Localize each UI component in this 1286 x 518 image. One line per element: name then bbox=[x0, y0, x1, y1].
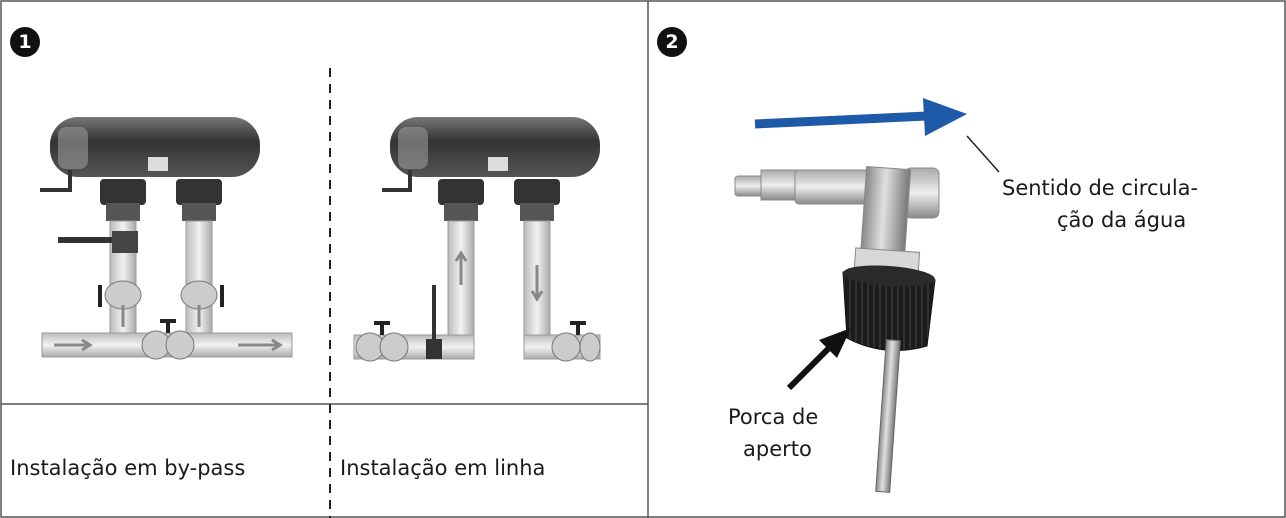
caption-inline-installation: Instalação em linha bbox=[340, 456, 546, 480]
nut-label-line2: aperto bbox=[743, 437, 812, 461]
nut-label-line1: Porca de bbox=[728, 405, 819, 429]
flow-direction-label-line2: ção da água bbox=[1057, 208, 1187, 232]
step-number-2: 2 bbox=[657, 27, 687, 57]
nut-pointer-arrow bbox=[786, 343, 834, 391]
probe-nut-illustration bbox=[734, 98, 1000, 493]
bypass-installation-illustration bbox=[40, 117, 293, 360]
flow-direction-label-line1: Sentido de circula- bbox=[1002, 176, 1199, 200]
inline-installation-illustration bbox=[353, 117, 601, 362]
caption-bypass-installation: Instalação em by-pass bbox=[10, 456, 246, 480]
flow-direction-arrow bbox=[754, 111, 928, 129]
step-number-1: 1 bbox=[10, 27, 40, 57]
